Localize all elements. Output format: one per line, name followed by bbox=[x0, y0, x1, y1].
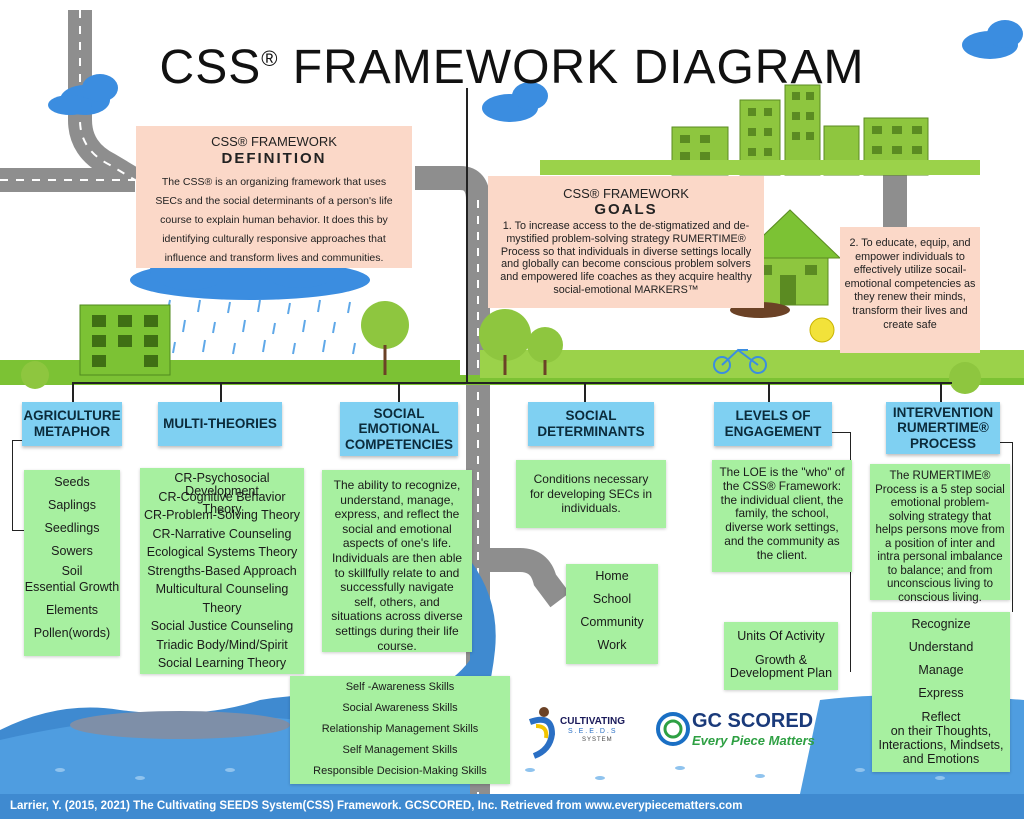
bicycle-icon bbox=[713, 348, 767, 374]
list-item: Strengths-Based Approach bbox=[147, 563, 297, 578]
list-item: Reflect on their Thoughts, Interactions,… bbox=[878, 710, 1004, 766]
header-social-emotional-competencies: SOCIAL EMOTIONAL COMPETENCIES bbox=[340, 402, 458, 456]
definition-body: The CSS® is an organizing framework that… bbox=[155, 176, 393, 264]
connector-tick bbox=[832, 432, 850, 433]
cultivating-text: CULTIVATING bbox=[560, 716, 625, 727]
goals-heading: GOALS bbox=[594, 201, 658, 218]
list-item: Growth & Development Plan bbox=[729, 653, 833, 680]
sec-description: The ability to recognize, understand, ma… bbox=[331, 478, 463, 653]
system-text: SYSTEM bbox=[582, 737, 613, 743]
list-item: CR-Psychosocial Development bbox=[174, 471, 270, 498]
list-item: Units Of Activity bbox=[737, 629, 825, 643]
list-item: Home bbox=[595, 569, 629, 583]
list-item: Manage bbox=[918, 663, 964, 677]
gc-tagline: Every Piece Matters bbox=[692, 733, 815, 748]
agriculture-items-box: Seeds Saplings Seedlings Sowers Soil Ess… bbox=[24, 470, 120, 656]
sd-description: Conditions necessary for developing SECs… bbox=[529, 472, 653, 516]
connector-drop-2 bbox=[220, 382, 222, 402]
goal-1-text: 1. To increase access to the de-stigmati… bbox=[500, 220, 752, 296]
header-social-determinants: SOCIAL DETERMINANTS bbox=[528, 402, 654, 446]
sec-description-box: The ability to recognize, understand, ma… bbox=[322, 470, 472, 653]
gc-scored-logo: GC SCORED Every Piece Matters bbox=[656, 708, 816, 754]
connector-tick bbox=[1000, 442, 1012, 443]
rumertime-description: The RUMERTIME® Process is a 5 step socia… bbox=[875, 470, 1005, 604]
list-item: Relationship Management Skills bbox=[321, 723, 479, 735]
connector-drop-3 bbox=[398, 382, 400, 402]
list-item: Recognize bbox=[911, 617, 971, 631]
list-item: Triadic Body/Mind/Spirit bbox=[156, 637, 288, 652]
gc-puzzle-icon bbox=[656, 712, 690, 746]
cultivating-seeds-logo: CULTIVATING S.E.E.D.S SYSTEM bbox=[522, 704, 642, 760]
connector-drop-6 bbox=[940, 382, 942, 402]
definition-heading: DEFINITION bbox=[221, 150, 327, 167]
list-item: Work bbox=[597, 638, 627, 652]
list-item: Soil bbox=[61, 564, 83, 578]
seeds-figure-icon bbox=[528, 707, 556, 759]
list-item: Self -Awareness Skills bbox=[345, 681, 455, 693]
list-item: Multicultural Counseling bbox=[155, 582, 289, 596]
connector-drop-4 bbox=[584, 382, 586, 402]
list-item: Ecological Systems Theory bbox=[146, 545, 298, 559]
list-item: Social Learning Theory bbox=[157, 656, 287, 670]
multi-theories-items-box: CR-Psychosocial Development CR-Cognitive… bbox=[140, 468, 304, 674]
connector-drop-5 bbox=[768, 382, 770, 402]
connector-left-side bbox=[12, 440, 13, 530]
list-item: Community bbox=[580, 615, 644, 629]
connector-drop-1 bbox=[72, 382, 74, 402]
gc-title: GC SCORED bbox=[692, 710, 814, 732]
list-item: Social Justice Counseling bbox=[150, 619, 294, 633]
list-item: CR-Cognitive Behavior Theory bbox=[158, 489, 286, 516]
sd-description-box: Conditions necessary for developing SECs… bbox=[516, 460, 666, 528]
list-item: Saplings bbox=[48, 498, 96, 512]
definition-kicker: CSS® FRAMEWORK bbox=[211, 134, 337, 149]
list-item: Theory bbox=[202, 600, 242, 615]
connector-vertical-title bbox=[466, 88, 468, 384]
list-item: Pollen(words) bbox=[33, 626, 111, 640]
page-title: CSS® FRAMEWORK DIAGRAM bbox=[159, 41, 865, 94]
list-item: CR-Narrative Counseling bbox=[152, 526, 292, 541]
connector-tick bbox=[12, 440, 24, 441]
header-agriculture-metaphor: AGRICULTURE METAPHOR bbox=[22, 402, 122, 446]
list-item: Seedlings bbox=[44, 521, 100, 535]
seeds-text: S.E.E.D.S bbox=[568, 728, 618, 735]
list-item: Sowers bbox=[51, 544, 93, 558]
sec-skills-box: Self -Awareness Skills Social Awareness … bbox=[290, 676, 510, 784]
sun-icon bbox=[809, 317, 835, 343]
list-item: Responsible Decision-Making Skills bbox=[313, 765, 487, 777]
list-item: Self Management Skills bbox=[342, 744, 458, 756]
goal-2-box: 2. To educate, equip, and empower indivi… bbox=[840, 227, 980, 353]
connector-tick bbox=[12, 530, 24, 531]
list-item: School bbox=[592, 592, 632, 606]
rumertime-description-box: The RUMERTIME® Process is a 5 step socia… bbox=[870, 464, 1010, 604]
list-item: Elements bbox=[45, 603, 99, 617]
header-levels-of-engagement: LEVELS OF ENGAGEMENT bbox=[714, 402, 832, 446]
loe-items-box: Units Of Activity Growth & Development P… bbox=[724, 622, 838, 690]
connector-intervention bbox=[1012, 442, 1013, 612]
rumertime-steps-box: Recognize Understand Manage Express Refl… bbox=[872, 612, 1010, 772]
definition-box: CSS® FRAMEWORK DEFINITION The CSS® is an… bbox=[136, 126, 412, 268]
connector-horizontal-main bbox=[72, 382, 952, 384]
goal-2-text: 2. To educate, equip, and empower indivi… bbox=[844, 237, 976, 331]
loe-description-box: The LOE is the "who" of the CSS® Framewo… bbox=[712, 460, 852, 572]
header-intervention-rumertime: INTERVENTION RUMERTIME® PROCESS bbox=[886, 402, 1000, 454]
list-item: Social Awareness Skills bbox=[342, 702, 458, 714]
citation-footer: Larrier, Y. (2015, 2021) The Cultivating… bbox=[0, 794, 1024, 819]
goals-kicker: CSS® FRAMEWORK bbox=[563, 186, 689, 201]
list-item: Understand bbox=[908, 640, 974, 654]
loe-description: The LOE is the "who" of the CSS® Framewo… bbox=[719, 465, 845, 562]
sd-items-box: Home School Community Work bbox=[566, 564, 658, 664]
goals-box: CSS® FRAMEWORK GOALS 1. To increase acce… bbox=[488, 176, 764, 308]
list-item: Seeds bbox=[54, 475, 90, 489]
list-item: CR-Problem-Solving Theory bbox=[143, 508, 301, 522]
list-item: Essential Growth bbox=[24, 580, 120, 594]
header-multi-theories: MULTI-THEORIES bbox=[158, 402, 282, 446]
list-item: Express bbox=[918, 686, 964, 700]
trees bbox=[21, 301, 981, 394]
